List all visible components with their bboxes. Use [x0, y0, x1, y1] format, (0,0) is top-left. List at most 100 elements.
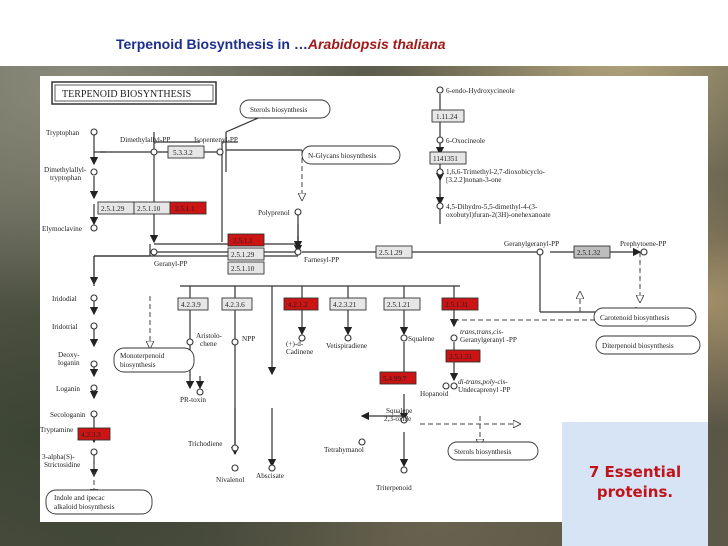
pathway-sterols-bottom-label: Sterols biosynthesis — [454, 448, 512, 456]
pathway-sterols-top-label: Sterols biosynthesis — [250, 106, 308, 114]
enzyme-4212-highlighted[interactable] — [283, 297, 319, 311]
pathway-carotenoid-label: Carotenoid biosynthesis — [600, 314, 669, 322]
map-title: TERPENOID BIOSYNTHESIS — [62, 89, 191, 100]
pathway-n-glycans-label: N-Glycans biosynthesis — [308, 152, 377, 160]
pathway-indole-label-2: alkaloid biosynthesis — [54, 503, 115, 511]
compound-cadinene-1: (+)-d- — [286, 340, 304, 348]
compound-loganin: Loganin — [56, 385, 80, 393]
compound-hydroxycineole: 6-endo-Hydroxycineole — [446, 87, 515, 95]
pathway-monoterpenoid[interactable] — [113, 347, 195, 373]
compound-dihydro-2: oxobutyl)furan-2(3H)-onehexanoate — [446, 211, 551, 219]
enzyme-25121-label: 2.5.1.21 — [387, 301, 411, 309]
pathway-sterols-bottom[interactable] — [447, 441, 539, 461]
compound-elymoclavine: Elymoclavine — [42, 225, 82, 233]
enzyme-2511r-label: 2.5.1.1 — [233, 237, 253, 245]
enzyme-25129-a-label: 2.5.1.29 — [101, 205, 125, 213]
compound-deoxyloganin-2: loganin — [58, 359, 80, 367]
enzyme-5332[interactable] — [167, 145, 205, 159]
title-species: Arabidopsis thaliana — [307, 36, 446, 52]
note-text: 7 Essential proteins. — [588, 463, 682, 501]
enzyme-25132-label: 2.5.1.32 — [577, 249, 601, 257]
enzyme-42321-label: 4.2.3.21 — [333, 301, 357, 309]
compound-tryptamine: Tryptamine — [40, 426, 73, 434]
compound-trans-geranylgeranyl-2: Geranylgeranyl -PP — [460, 336, 517, 344]
enzyme-11124-label: 1.11.24 — [436, 113, 458, 121]
compound-squalene-oxide-1: Squalene — [386, 407, 412, 415]
compound-squalene-oxide-2: 2,3-oxide — [384, 415, 411, 423]
pathway-indole[interactable] — [45, 489, 153, 515]
compound-trichodiene: Trichodiene — [188, 440, 222, 448]
enzyme-4233-label: 4.2.3.3 — [81, 431, 101, 439]
compound-abscisate: Abscisate — [256, 472, 284, 480]
enzyme-53997-highlighted[interactable] — [379, 371, 417, 385]
compound-aristolochene-2: chene — [200, 340, 217, 348]
compound-farnesyl-pp: Farnesyl-PP — [304, 256, 339, 264]
enzyme-1141351[interactable] — [429, 151, 467, 165]
compound-oxocineole: 6-Oxocineole — [446, 137, 485, 145]
compound-nivalenol: Nivalenol — [216, 476, 244, 484]
enzyme-4239[interactable] — [177, 297, 209, 311]
compound-dimethylallyl-tryptophan-1: Dimethylallyl- — [44, 166, 87, 174]
compound-iridotrial: Iridotrial — [52, 323, 78, 331]
enzyme-25129-c[interactable] — [375, 245, 413, 259]
compound-secologanin: Secologanin — [50, 411, 86, 419]
compound-cadinene-2: Cadinene — [286, 348, 313, 356]
pathway-diterpenoid[interactable] — [595, 335, 701, 355]
enzyme-53997-label: 5.4.99.7 — [383, 375, 407, 383]
pathway-diterpenoid-label: Diterpenoid biosynthesis — [602, 342, 674, 350]
compound-aristolochene-1: Aristolo- — [196, 332, 223, 340]
enzyme-2511-highlighted[interactable] — [169, 201, 207, 215]
compound-tetrahymanol: Tetrahymanol — [324, 446, 364, 454]
enzyme-4212-label: 4.2.1.2 — [288, 301, 308, 309]
enzyme-25131-highlighted[interactable] — [441, 297, 479, 311]
note-box: 7 Essential proteins. — [562, 422, 708, 546]
enzyme-4239-label: 4.2.3.9 — [181, 301, 201, 309]
title-bar: Terpenoid Biosynthesis in …Arabidopsis t… — [0, 0, 728, 66]
title-prefix: Terpenoid Biosynthesis in … — [116, 36, 308, 52]
enzyme-25131r-label: 2.5.1.31 — [449, 353, 473, 361]
compound-hopanoid: Hopanoid — [420, 390, 449, 398]
compound-strictosidine-1: 3-alpha(S)- — [42, 453, 75, 461]
compound-tryptophan: Tryptophan — [46, 129, 80, 137]
pathway-n-glycans[interactable] — [301, 145, 401, 165]
compound-deoxyloganin-1: Deoxy- — [58, 351, 80, 359]
enzyme-1141351-label: 1141351 — [433, 155, 458, 163]
compound-iridodial: Iridodial — [52, 295, 77, 303]
compound-pr-toxin: PR-toxin — [180, 396, 206, 404]
compound-trimethyl-1: 1,6,6-Trimethyl-2,7-dioxobicyclo- — [446, 168, 546, 176]
compound-dihydro-1: 4,5-Dihydro-5,5-dimethyl-4-(3- — [446, 203, 538, 211]
compound-dimethylallyl-tryptophan-2: tryptophan — [50, 174, 82, 182]
enzyme-25129-c-label: 2.5.1.29 — [379, 249, 403, 257]
enzyme-25132[interactable] — [573, 245, 611, 259]
compound-geranylgeranyl-pp: Geranylgeranyl-PP — [504, 240, 559, 248]
enzyme-4236-label: 4.2.3.6 — [225, 301, 245, 309]
enzyme-2511r-highlighted[interactable] — [227, 233, 265, 247]
enzyme-5332-label: 5.3.3.2 — [173, 149, 193, 157]
enzyme-42321[interactable] — [329, 297, 367, 311]
compound-prephytoene-pp: Prephytoene-PP — [620, 240, 666, 248]
enzyme-25129-b-label: 2.5.1.29 — [231, 251, 255, 259]
pathway-monoterpenoid-label-1: Monoterpenoid — [120, 352, 165, 360]
compound-triterpenoid: Triterpenoid — [376, 484, 412, 492]
compound-vetispiradiene: Vetispiradiene — [326, 342, 367, 350]
enzyme-2511-label: 2.5.1.1 — [175, 205, 195, 213]
enzyme-25110-b-label: 2.5.1.10 — [231, 265, 255, 273]
enzyme-4236[interactable] — [221, 297, 253, 311]
compound-isopentenyl-pp: Isopentenyl-PP — [194, 136, 238, 144]
map-title-box — [51, 81, 217, 105]
enzyme-25110-b[interactable] — [227, 261, 265, 275]
enzyme-25131r-highlighted[interactable] — [445, 349, 481, 363]
enzyme-25121[interactable] — [383, 297, 421, 311]
enzyme-11124[interactable] — [431, 109, 465, 123]
enzyme-25129-b[interactable] — [227, 247, 265, 261]
pathway-sterols-top[interactable] — [239, 99, 331, 119]
pathway-indole-label-1: Indole and ipecac — [54, 494, 105, 502]
enzyme-25131-label: 2.5.1.31 — [445, 301, 469, 309]
compound-ditrans-undecaprenyl-1: di-trans,poly-cis- — [458, 378, 508, 386]
compound-geranyl-pp: Geranyl-PP — [154, 260, 188, 268]
compound-strictosidine-2: Strictosidine — [44, 461, 80, 469]
pathway-carotenoid[interactable] — [593, 307, 697, 327]
enzyme-4233-highlighted[interactable] — [77, 427, 111, 441]
slide-title: Terpenoid Biosynthesis in …Arabidopsis t… — [116, 36, 446, 52]
compound-dimethylallyl-pp: Dimethylallyl-PP — [120, 136, 170, 144]
